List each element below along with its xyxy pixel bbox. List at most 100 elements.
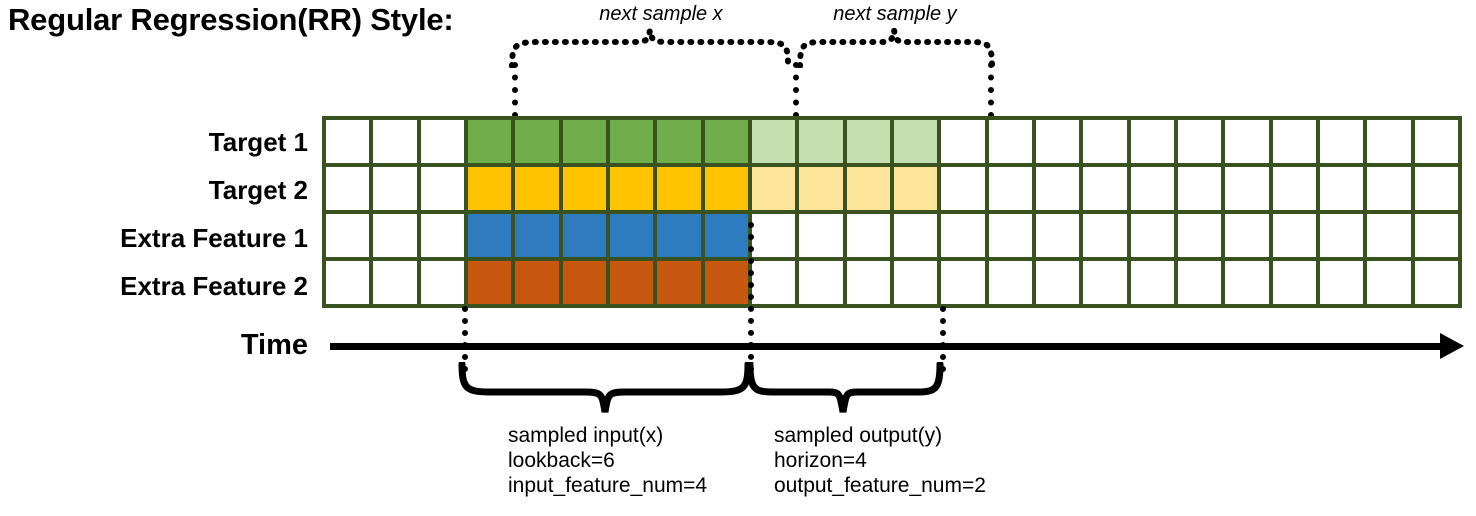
grid-cell-extra-feature-1-22: [1367, 214, 1411, 257]
grid-cell-extra-feature-1-12: [893, 214, 938, 257]
grid-cell-extra-feature-1-4: [515, 214, 559, 257]
grid-cell-target-1-12: [893, 120, 938, 163]
row-label-extra-feature-2: Extra Feature 2: [120, 271, 308, 301]
grid-cell-target-2-21: [1319, 167, 1364, 210]
time-axis-line: [330, 343, 1454, 350]
time-axis-label: Time: [240, 329, 308, 361]
grid-cell-target-1-15: [1035, 120, 1080, 163]
grid-cell-target-2-18: [1177, 167, 1222, 210]
annotation-output-line-2: horizon=4: [774, 449, 867, 472]
guide-output-end-bottom: [940, 306, 946, 372]
grid-cell-target-1-5: [562, 120, 606, 163]
grid-cell-extra-feature-2-0: [326, 261, 370, 304]
grid-cell-target-1-20: [1272, 120, 1316, 163]
guide-input-end-top: [793, 62, 799, 118]
grid-cell-target-2-13: [941, 167, 985, 210]
grid-cell-extra-feature-2-14: [988, 261, 1032, 304]
grid-cell-target-2-6: [609, 167, 654, 210]
grid-cell-target-1-4: [515, 120, 559, 163]
grid-cell-extra-feature-2-18: [1177, 261, 1222, 304]
grid-cell-extra-feature-2-16: [1083, 261, 1127, 304]
grid-cell-extra-feature-2-23: [1414, 261, 1458, 304]
brace-sampled-output: [746, 362, 944, 413]
grid-cell-extra-feature-2-9: [751, 261, 796, 304]
guide-output-end-top: [988, 62, 994, 118]
grid-cell-extra-feature-2-1: [373, 261, 417, 304]
grid-cell-extra-feature-1-3: [467, 214, 512, 257]
grid-cell-target-2-2: [420, 167, 464, 210]
grid-cell-extra-feature-2-19: [1225, 261, 1269, 304]
grid-cell-target-2-17: [1130, 167, 1174, 210]
guide-input-start-top: [512, 62, 518, 118]
brace-next-sample-x: [509, 29, 791, 68]
grid-cell-extra-feature-2-13: [941, 261, 985, 304]
grid-cell-extra-feature-2-6: [609, 261, 654, 304]
guide-input-start-bottom: [462, 306, 468, 372]
grid-cell-extra-feature-1-0: [326, 214, 370, 257]
grid-cell-target-2-12: [893, 167, 938, 210]
grid-cell-target-1-6: [609, 120, 654, 163]
grid-cell-target-2-11: [846, 167, 890, 210]
grid-row-target-2: [326, 167, 1458, 210]
grid-cell-target-1-16: [1083, 120, 1127, 163]
grid-cell-extra-feature-1-16: [1083, 214, 1127, 257]
grid-cell-extra-feature-1-15: [1035, 214, 1080, 257]
grid-cell-target-1-14: [988, 120, 1032, 163]
grid-cell-target-1-8: [704, 120, 748, 163]
annotation-input-line-2: lookback=6: [508, 449, 615, 472]
row-label-target-2: Target 2: [208, 175, 308, 205]
grid-cell-target-2-16: [1083, 167, 1127, 210]
grid-cell-extra-feature-2-4: [515, 261, 559, 304]
grid-cell-target-1-2: [420, 120, 464, 163]
grid-cell-target-1-1: [373, 120, 417, 163]
grid-cell-extra-feature-1-18: [1177, 214, 1222, 257]
grid-cell-target-1-23: [1414, 120, 1458, 163]
grid-cell-extra-feature-1-6: [609, 214, 654, 257]
grid-cell-target-2-4: [515, 167, 559, 210]
grid-cell-target-2-10: [799, 167, 843, 210]
grid-cell-extra-feature-1-14: [988, 214, 1032, 257]
brace-sampled-input: [458, 362, 752, 413]
annotation-input-line-1: sampled input(x): [508, 424, 664, 447]
grid-cell-extra-feature-2-2: [420, 261, 464, 304]
grid-cell-target-2-22: [1367, 167, 1411, 210]
grid-row-extra-feature-2: [326, 261, 1458, 304]
grid-cell-target-2-1: [373, 167, 417, 210]
grid-cell-target-1-3: [467, 120, 512, 163]
grid-cell-extra-feature-2-15: [1035, 261, 1080, 304]
page-title: Regular Regression(RR) Style:: [8, 2, 454, 37]
grid-cell-extra-feature-1-19: [1225, 214, 1269, 257]
grid-cell-target-2-7: [657, 167, 701, 210]
row-label-target-1: Target 1: [208, 127, 308, 157]
annotation-output-line-3: output_feature_num=2: [774, 474, 986, 497]
grid-cell-target-1-0: [326, 120, 370, 163]
annotation-sampled-output: sampled output(y) horizon=4 output_featu…: [774, 423, 986, 498]
grid-cell-extra-feature-1-10: [799, 214, 843, 257]
grid-cell-extra-feature-2-10: [799, 261, 843, 304]
grid-cell-extra-feature-2-22: [1367, 261, 1411, 304]
grid-cell-extra-feature-1-20: [1272, 214, 1316, 257]
grid-cell-extra-feature-2-20: [1272, 261, 1316, 304]
grid-cell-target-2-5: [562, 167, 606, 210]
grid-cell-target-1-22: [1367, 120, 1411, 163]
grid-cell-target-1-19: [1225, 120, 1269, 163]
grid-row-extra-feature-1: [326, 214, 1458, 257]
grid-cell-extra-feature-1-9: [751, 214, 796, 257]
grid-cell-target-2-3: [467, 167, 512, 210]
annotation-sampled-input: sampled input(x) lookback=6 input_featur…: [508, 423, 707, 498]
grid-cell-target-2-0: [326, 167, 370, 210]
grid-row-target-1: [326, 120, 1458, 163]
grid-cell-extra-feature-2-3: [467, 261, 512, 304]
grid-cell-target-2-14: [988, 167, 1032, 210]
grid-cell-extra-feature-1-17: [1130, 214, 1174, 257]
grid-cell-extra-feature-1-11: [846, 214, 890, 257]
grid-cell-extra-feature-1-5: [562, 214, 606, 257]
grid-cell-extra-feature-2-7: [657, 261, 701, 304]
grid-cell-extra-feature-2-12: [893, 261, 938, 304]
grid-cell-target-2-19: [1225, 167, 1269, 210]
grid-cell-target-1-18: [1177, 120, 1222, 163]
grid-cell-extra-feature-2-11: [846, 261, 890, 304]
annotation-output-line-1: sampled output(y): [774, 424, 943, 447]
grid-cell-target-1-13: [941, 120, 985, 163]
